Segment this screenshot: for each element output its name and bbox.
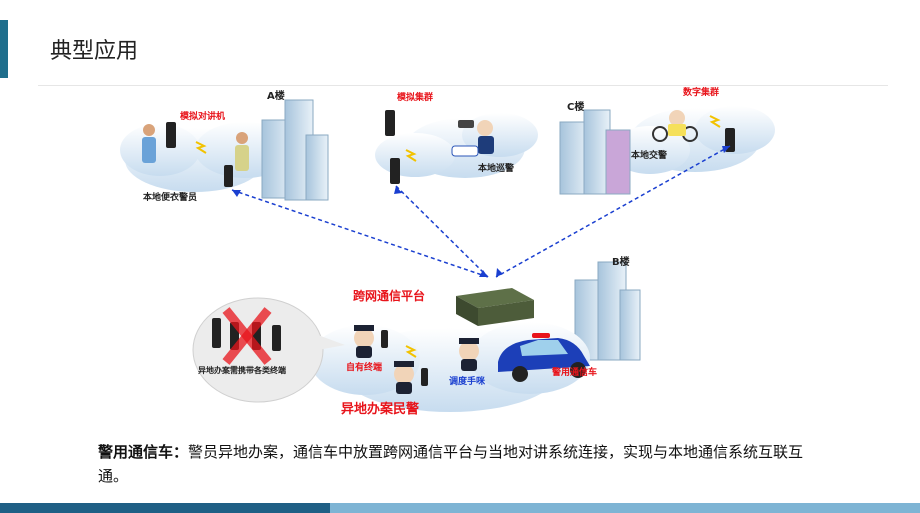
- traffic-label: 本地交警: [631, 149, 667, 161]
- footer-bar-light: [330, 503, 920, 513]
- radio-icon: [385, 110, 417, 184]
- caption-text: 警员异地办案，通信车中放置跨网通信平台与当地对讲系统连接，实现与本地通信系统互联…: [98, 443, 804, 485]
- link-a: [231, 189, 489, 278]
- building-c-icon: [559, 109, 631, 195]
- title-accent-bar: [0, 20, 8, 78]
- building-b-label: B楼: [612, 255, 630, 268]
- link-digital: [495, 145, 731, 278]
- patrol-label: 本地巡警: [478, 162, 514, 174]
- police-officer-icon: [354, 325, 479, 394]
- building-c-label: C楼: [567, 100, 584, 113]
- radio-icon: [166, 122, 233, 187]
- caption-bold: 警用通信车：: [98, 443, 189, 461]
- platform-label: 跨网通信平台: [353, 288, 425, 303]
- footer-bar-dark: [0, 503, 330, 513]
- own-terminal-label: 自有终端: [346, 361, 382, 373]
- building-b-icon: [574, 261, 641, 361]
- patrol-officer-icon: [451, 120, 494, 157]
- plainclothes-label: 本地便衣警员: [143, 191, 197, 203]
- analog-trunk-label: 模拟集群: [397, 91, 433, 103]
- arrowheads: [232, 146, 730, 277]
- caption: 警用通信车：警员异地办案，通信车中放置跨网通信平台与当地对讲系统连接，实现与本地…: [98, 440, 818, 488]
- remote-police-label: 异地办案民警: [341, 401, 419, 417]
- plainclothes-officer-icon: [142, 124, 249, 171]
- traffic-officer-icon: [652, 110, 698, 142]
- digital-trunk-label: 数字集群: [683, 86, 719, 98]
- building-a-label: A楼: [267, 89, 285, 102]
- title-divider: [38, 85, 888, 86]
- link-trunk: [395, 185, 489, 278]
- police-car-label: 警用通信车: [552, 366, 597, 378]
- building-a-icon: [261, 99, 329, 201]
- analog-intercom-label: 模拟对讲机: [180, 110, 225, 122]
- connection-links: [231, 145, 731, 278]
- platform-device-icon: [456, 288, 534, 326]
- police-car-icon: [498, 333, 590, 382]
- dispatch-mic-label: 调度手咪: [449, 375, 486, 387]
- remote-need-label: 异地办案需携带各类终端: [198, 365, 286, 375]
- remote-terminals-bubble: [192, 297, 345, 403]
- page-title: 典型应用: [50, 39, 139, 64]
